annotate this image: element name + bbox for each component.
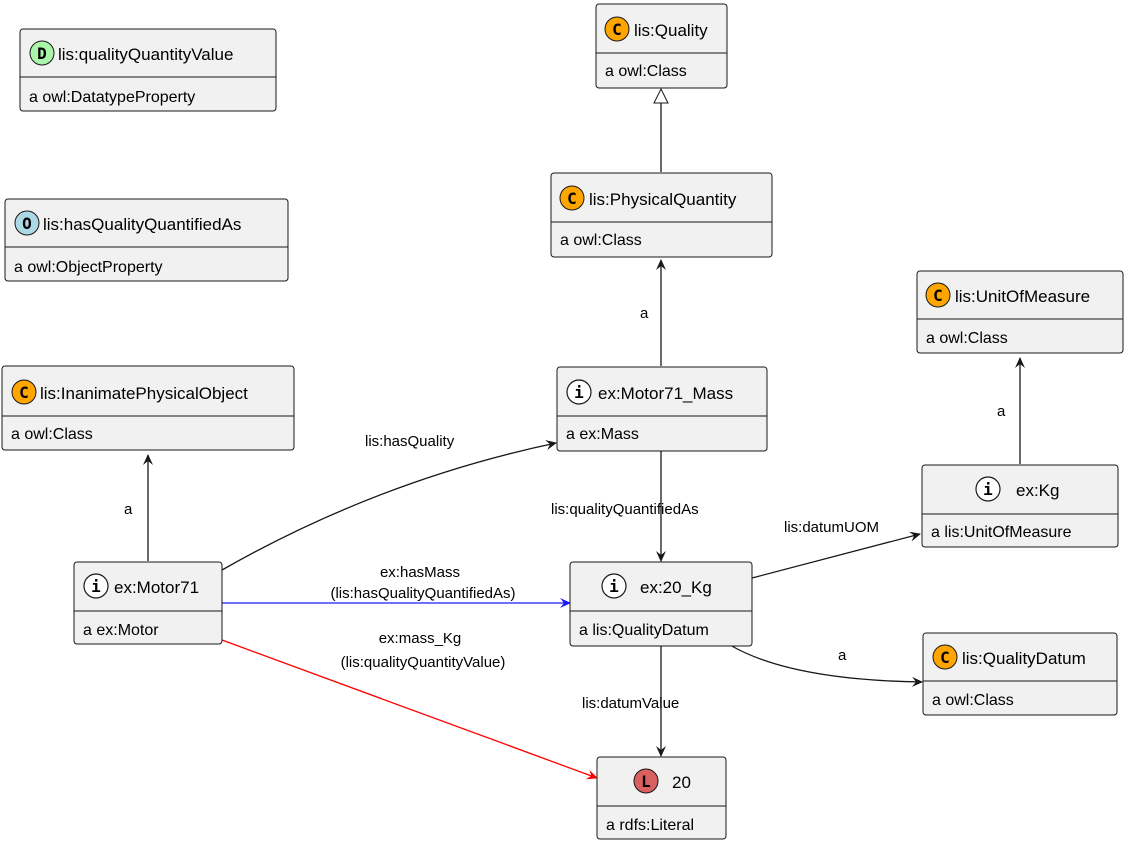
node-subtitle: a ex:Mass [566, 426, 639, 443]
badge-letter: C [19, 383, 29, 402]
edge-datum-a-quality-datum: a [729, 644, 923, 687]
badge-letter: C [612, 20, 622, 39]
edge-kg-a-unit-of-measure: a [997, 357, 1025, 464]
node-title: lis:InanimatePhysicalObject [40, 384, 248, 403]
node-title: 20 [672, 773, 691, 792]
edge-quality-quantified-as: lis:qualityQuantifiedAs [551, 451, 699, 562]
edge-datum-value: lis:datumValue [582, 646, 679, 757]
node-inanimate-physical-object[interactable]: C lis:InanimatePhysicalObject a owl:Clas… [1, 365, 295, 451]
badge-letter: C [940, 648, 950, 667]
individual-badge-icon [601, 573, 627, 599]
node-physical-quantity[interactable]: C lis:PhysicalQuantity a owl:Class [550, 172, 773, 258]
node-subtitle: a owl:Class [605, 63, 687, 80]
badge-letter: D [37, 44, 47, 63]
node-subtitle: a owl:Class [926, 330, 1008, 347]
edge-label-secondary: (lis:qualityQuantityValue) [341, 654, 506, 671]
node-motor71-mass[interactable]: i ex:Motor71_Mass a ex:Mass [556, 366, 768, 452]
node-title: lis:QualityDatum [962, 649, 1086, 668]
node-subtitle: a ex:Motor [83, 622, 159, 639]
edges: a a a lis:hasQuality lis:qualityQuantifi… [124, 103, 1025, 780]
class-badge-icon [11, 379, 37, 405]
edge-label: a [124, 501, 133, 518]
nodes: D lis:qualityQuantityValue a owl:Datatyp… [1, 3, 1124, 840]
node-kg[interactable]: i ex:Kg a lis:UnitOfMeasure [921, 464, 1119, 548]
node-title: lis:qualityQuantityValue [58, 45, 233, 64]
class-badge-icon [604, 16, 630, 42]
edge-mass-a-physical-quantity: a [640, 259, 666, 366]
object-property-badge-icon [14, 210, 40, 236]
node-subtitle: a lis:QualityDatum [579, 622, 709, 639]
edge-label: a [838, 647, 847, 664]
node-subtitle: a lis:UnitOfMeasure [931, 524, 1072, 541]
node-quality-datum[interactable]: C lis:QualityDatum a owl:Class [922, 632, 1118, 716]
node-title: ex:Motor71 [114, 578, 199, 597]
edge-label: lis:datumValue [582, 695, 679, 712]
node-subtitle: a rdfs:Literal [606, 817, 694, 834]
node-quality-quantity-value[interactable]: D lis:qualityQuantityValue a owl:Datatyp… [19, 28, 277, 112]
node-literal-20[interactable]: L 20 a rdfs:Literal [596, 756, 727, 840]
edge-mass-kg: ex:mass_Kg (lis:qualityQuantityValue) [221, 630, 598, 780]
edge-has-quality: lis:hasQuality [221, 433, 557, 571]
edge-label: a [640, 305, 649, 322]
edge-has-mass: ex:hasMass (lis:hasQualityQuantifiedAs) [222, 564, 571, 608]
literal-badge-icon [633, 768, 659, 794]
edge-label: ex:hasMass [380, 564, 460, 581]
badge-letter: i [609, 577, 619, 596]
node-subtitle: a owl:ObjectProperty [14, 259, 163, 276]
node-subtitle: a owl:Class [932, 692, 1014, 709]
node-title: lis:hasQualityQuantifiedAs [43, 215, 241, 234]
node-title: ex:20_Kg [640, 578, 712, 597]
badge-letter: i [983, 480, 993, 499]
class-badge-icon [932, 644, 958, 670]
edge-label: lis:qualityQuantifiedAs [551, 501, 699, 518]
node-20-kg[interactable]: i ex:20_Kg a lis:QualityDatum [569, 561, 753, 647]
node-title: lis:PhysicalQuantity [589, 190, 737, 209]
badge-letter: i [91, 577, 101, 596]
class-badge-icon [559, 185, 585, 211]
individual-badge-icon [83, 573, 109, 599]
edge-label: ex:mass_Kg [379, 630, 462, 647]
edge-datum-uom: lis:datumUOM [751, 519, 921, 579]
edge-label-secondary: (lis:hasQualityQuantifiedAs) [330, 585, 515, 602]
node-subtitle: a owl:DatatypeProperty [29, 89, 195, 106]
node-subtitle: a owl:Class [560, 232, 642, 249]
node-title: ex:Kg [1016, 481, 1059, 500]
node-title: ex:Motor71_Mass [598, 384, 733, 403]
node-motor71[interactable]: i ex:Motor71 a ex:Motor [73, 561, 223, 645]
node-title: lis:Quality [634, 21, 708, 40]
node-has-quality-quantified-as[interactable]: O lis:hasQualityQuantifiedAs a owl:Objec… [4, 198, 289, 282]
node-unit-of-measure[interactable]: C lis:UnitOfMeasure a owl:Class [916, 270, 1124, 354]
edge-label: lis:hasQuality [365, 433, 455, 450]
individual-badge-icon [566, 379, 592, 405]
badge-letter: O [22, 214, 32, 233]
edge-label: a [997, 403, 1006, 420]
badge-letter: C [933, 286, 943, 305]
node-title: lis:UnitOfMeasure [955, 287, 1090, 306]
individual-badge-icon [975, 476, 1001, 502]
edge-label: lis:datumUOM [784, 519, 879, 536]
badge-letter: i [574, 383, 584, 402]
node-quality[interactable]: C lis:Quality a owl:Class [595, 3, 728, 89]
edge-motor-a-inanimate: a [124, 454, 153, 561]
datatype-property-badge-icon [29, 40, 55, 66]
class-badge-icon [925, 282, 951, 308]
badge-letter: L [641, 772, 651, 791]
node-subtitle: a owl:Class [11, 426, 93, 443]
badge-letter: C [567, 189, 577, 208]
